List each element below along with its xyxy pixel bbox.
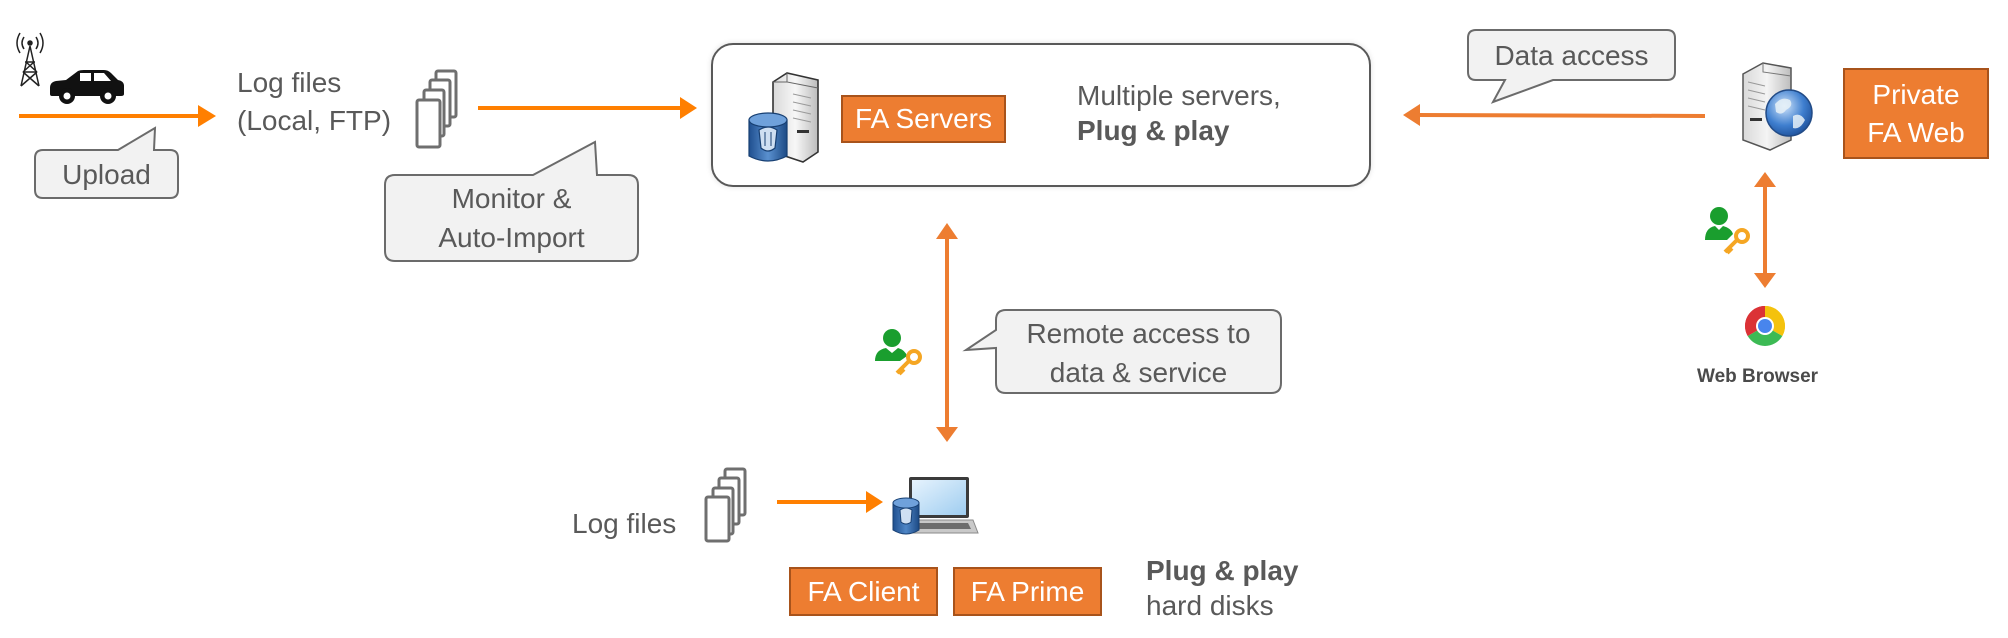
web-browser-label: Web Browser	[1697, 366, 1819, 387]
private-fa-web-label: Private FA Web	[1843, 68, 1989, 159]
file-stack-icon	[704, 467, 747, 543]
local-hard-disks: hard disks	[1146, 590, 1274, 621]
monitor-bubble	[384, 140, 639, 262]
fa-prime-label: FA Prime	[953, 567, 1102, 616]
server-tower-icon	[748, 72, 819, 163]
servers-panel	[711, 43, 1371, 187]
monitor-bubble-label-1: Monitor &	[451, 183, 572, 214]
data-access-arrow	[1403, 104, 1706, 126]
fa-client-label: FA Client	[789, 567, 938, 616]
servers-plug-and-play: Plug & play	[1077, 115, 1230, 146]
user-key-icon	[1705, 207, 1750, 255]
private-fa-web-label-line2: FA Web	[1867, 116, 1965, 148]
log-files-label: Log files	[237, 67, 342, 98]
radio-tower-icon	[16, 32, 44, 87]
upload-bubble-label: Upload	[62, 159, 151, 190]
remote-access-bubble	[962, 309, 1282, 394]
fa-servers-label: FA Servers	[841, 95, 1006, 143]
file-stack-icon	[415, 69, 458, 149]
private-fa-web-label-line1: Private	[1872, 78, 1960, 110]
web-server-icon	[1742, 62, 1813, 151]
car-icon	[50, 70, 124, 104]
remote-access-arrow	[936, 223, 958, 442]
user-key-icon	[875, 329, 922, 376]
servers-description: Multiple servers,	[1077, 80, 1281, 111]
database-icon	[748, 112, 788, 162]
data-access-bubble-label: Data access	[1494, 40, 1649, 71]
database-icon	[892, 497, 920, 535]
data-access-bubble	[1467, 29, 1676, 104]
web-browser-arrow	[1754, 172, 1776, 288]
upload-bubble	[34, 126, 179, 199]
upload-arrow	[19, 105, 216, 127]
log-files-location-label: (Local, FTP)	[237, 105, 392, 136]
local-log-files-label: Log files	[572, 508, 677, 539]
local-import-arrow	[777, 491, 883, 513]
monitor-bubble-label-2: Auto-Import	[438, 222, 585, 253]
remote-access-bubble-label-2: data & service	[1049, 357, 1228, 388]
remote-access-bubble-label-1: Remote access to	[1026, 318, 1251, 349]
chrome-icon	[1745, 306, 1785, 346]
import-arrow	[478, 97, 697, 119]
local-plug-and-play: Plug & play	[1146, 555, 1299, 586]
